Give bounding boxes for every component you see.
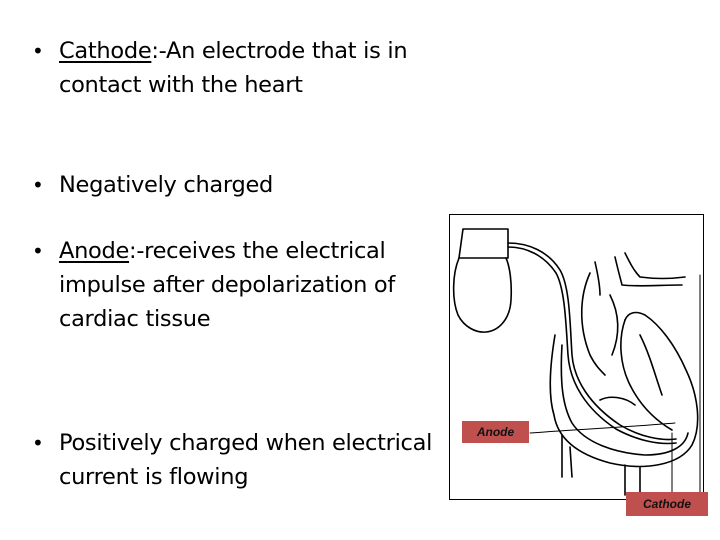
term-cathode: Cathode <box>59 38 152 64</box>
bullet-text: Positively charged when electrical curre… <box>59 430 433 490</box>
bullet-icon: • <box>32 39 44 63</box>
bullet-icon: • <box>32 239 44 263</box>
bullet-text: Negatively charged <box>59 172 273 198</box>
bullet-anode-definition: • Anode:-receives the electrical impulse… <box>30 234 450 336</box>
bullet-icon: • <box>32 431 44 455</box>
bullet-negatively-charged: • Negatively charged <box>30 168 273 202</box>
bullet-text: :-receives the electrical impulse after … <box>59 238 396 332</box>
bullet-cathode-definition: • Cathode:-An electrode that is in conta… <box>30 34 450 102</box>
pacemaker-heart-figure <box>449 214 704 500</box>
heart-pacemaker-illustration-icon <box>452 228 701 496</box>
cathode-label: Cathode <box>626 492 708 516</box>
anode-label: Anode <box>462 421 529 443</box>
bullet-positively-charged: • Positively charged when electrical cur… <box>30 426 450 494</box>
bullet-text: :-An electrode that is in contact with t… <box>59 38 408 98</box>
bullet-icon: • <box>32 173 44 197</box>
term-anode: Anode <box>59 238 130 264</box>
